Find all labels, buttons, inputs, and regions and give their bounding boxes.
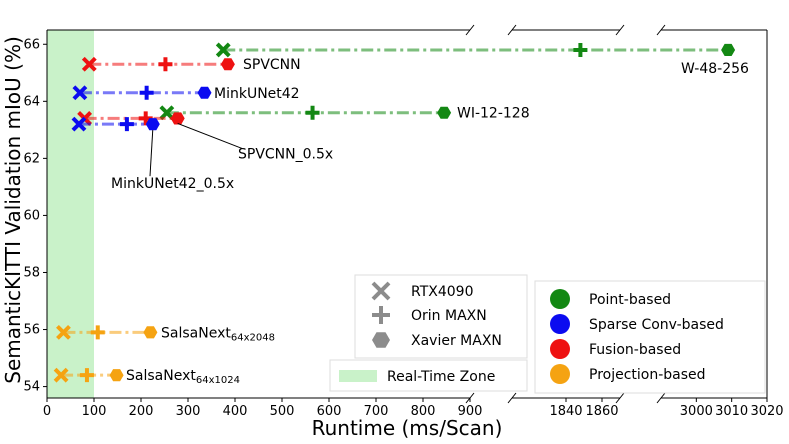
marker-rtx4090: [159, 105, 175, 121]
marker-orin: [119, 117, 134, 132]
y-tick-label: 58: [23, 265, 40, 280]
category-legend-frame: [534, 280, 766, 394]
label-salsanext-2048-subscript: 64x2048: [231, 332, 275, 343]
x-tick-label: 1860: [585, 404, 618, 419]
category-legend: Point-based Sparse Conv-based Fusion-bas…: [534, 280, 766, 394]
marker-rtx4090: [56, 324, 71, 340]
marker-orin: [158, 57, 173, 72]
marker-orin: [90, 325, 105, 340]
legend-projection-label: Projection-based: [589, 367, 706, 383]
y-axis-label: SemanticKITTI Validation mIoU (%): [1, 36, 25, 384]
leader-minkunet42-0-5x: [149, 130, 154, 177]
legend-fusion-icon: [550, 339, 570, 359]
label-salsanext-2048: SalsaNext64x2048: [161, 325, 275, 343]
legend-device-xavier: Xavier MAXN: [411, 333, 502, 349]
y-tick-label: 60: [23, 208, 40, 223]
legend-hex-shape: [372, 332, 390, 348]
marker-orin: [573, 42, 588, 57]
axis-break-mark: [615, 392, 625, 404]
label-w-48-256: W-48-256: [681, 61, 749, 77]
marker-xavier: [143, 326, 158, 339]
label-minkunet42-0-5x: MinkUNet42_0.5x: [111, 176, 234, 192]
marker-xavier: [145, 118, 160, 131]
label-spvcnn-0-5x: SPVCNN_0.5x: [238, 146, 333, 162]
marker-orin: [79, 368, 94, 383]
marker-xavier: [197, 86, 212, 99]
legend-x-marker-icon: [371, 281, 391, 301]
x-tick-label: 3000: [680, 404, 713, 419]
legend-device-rtx4090: RTX4090: [411, 284, 473, 300]
series-7: [53, 367, 124, 383]
x-tick-label: 3010: [715, 404, 748, 419]
label-salsanext-1024: SalsaNext64x1024: [126, 368, 240, 386]
label-spvcnn: SPVCNN: [243, 57, 301, 73]
legend-sparse-conv-label: Sparse Conv-based: [589, 317, 724, 333]
zone-legend-label: Real-Time Zone: [387, 369, 495, 385]
legend-x-shape: [371, 281, 391, 301]
ticks-layer: 54 56 58 60 62 64 66 0 100 200 300 400 500 600 700 800 9…: [23, 37, 783, 419]
legend-plus-shape: [372, 306, 390, 324]
legend-fusion-label: Fusion-based: [589, 342, 681, 358]
axis-break-mark: [656, 392, 666, 404]
series-2: [81, 56, 235, 72]
label-salsanext-1024-subscript: 64x1024: [196, 375, 240, 386]
x-tick-label: 300: [176, 404, 201, 419]
series-1: [159, 105, 452, 121]
x-tick-label: 500: [270, 404, 295, 419]
zone-legend: Real-Time Zone: [329, 359, 528, 392]
marker-rtx4090: [72, 85, 88, 101]
axis-break-mark: [507, 24, 517, 36]
y-tick-label: 66: [23, 37, 40, 52]
marker-xavier: [721, 43, 736, 56]
y-tick-label: 64: [23, 94, 40, 109]
real-time-zone-band: [47, 30, 94, 398]
y-tick-label: 54: [23, 380, 40, 395]
x-tick-label: 800: [411, 404, 436, 419]
axis-break-mark: [507, 392, 517, 404]
legend-device-orin: Orin MAXN: [411, 308, 487, 324]
series-0: [215, 42, 736, 58]
legend-point-based-icon: [550, 289, 570, 309]
x-tick-label: 400: [223, 404, 248, 419]
series-5: [71, 116, 160, 132]
legend-projection-icon: [550, 364, 570, 384]
axis-break-mark: [465, 24, 475, 36]
device-legend: RTX4090 Orin MAXN Xavier MAXN: [354, 274, 528, 359]
legend-point-based-label: Point-based: [589, 292, 671, 308]
x-tick-label: 700: [364, 404, 389, 419]
x-axis-label: Runtime (ms/Scan): [312, 416, 503, 440]
marker-orin: [305, 105, 320, 120]
axis-break-mark: [615, 24, 625, 36]
legend-plus-marker-icon: [372, 306, 390, 324]
marker-orin: [139, 85, 154, 100]
y-tick-label: 62: [23, 151, 40, 166]
marker-rtx4090: [53, 367, 69, 383]
marker-rtx4090: [215, 42, 231, 58]
axis-break-mark: [656, 24, 666, 36]
marker-xavier: [437, 106, 452, 119]
series-3: [72, 85, 212, 101]
x-tick-label: 200: [129, 404, 154, 419]
y-tick-label: 56: [23, 323, 40, 338]
marker-xavier: [109, 369, 124, 382]
x-tick-label: 100: [82, 404, 107, 419]
label-wi-12-128: WI-12-128: [457, 106, 530, 122]
series-6: [56, 324, 158, 340]
x-tick-label: 3020: [750, 404, 783, 419]
leader-spvcnn-0-5x: [177, 122, 243, 149]
marker-rtx4090: [71, 116, 87, 132]
legend-sparse-conv-icon: [550, 314, 570, 334]
x-tick-label: 1840: [549, 404, 582, 419]
x-tick-label: 600: [317, 404, 342, 419]
x-tick-label: 900: [458, 404, 483, 419]
marker-xavier: [220, 58, 235, 71]
marker-rtx4090: [81, 56, 97, 72]
legend-hex-marker-icon: [372, 332, 390, 348]
zone-legend-swatch: [339, 370, 377, 382]
x-tick-label: 0: [43, 404, 51, 419]
marker-xavier: [170, 112, 185, 125]
label-minkunet42: MinkUNet42: [214, 86, 300, 102]
